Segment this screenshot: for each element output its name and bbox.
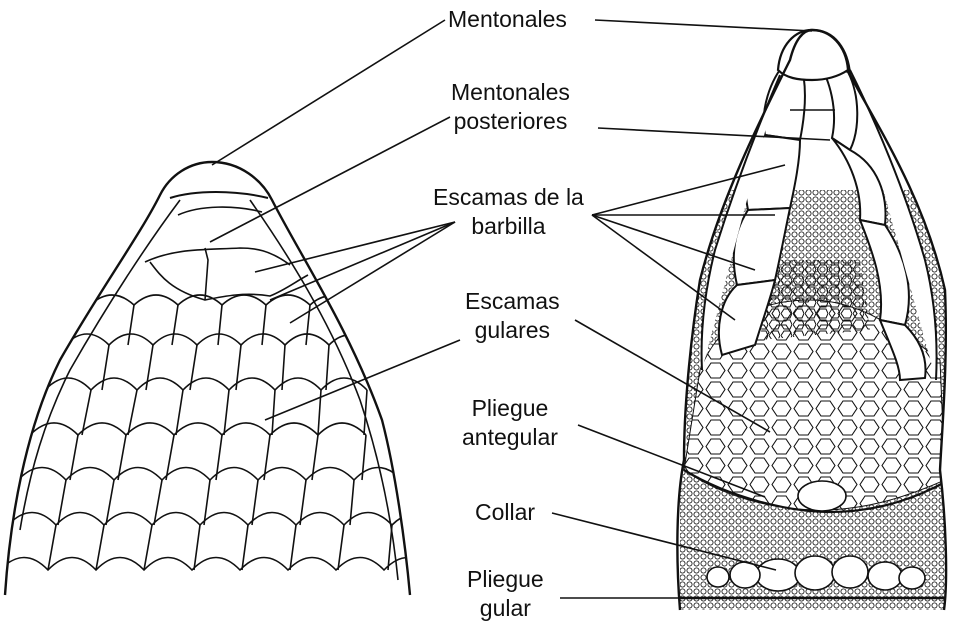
label-collar-text: Collar xyxy=(475,498,535,527)
label-escamas-barbilla-line1: Escamas de la xyxy=(433,183,584,212)
label-escamas-gulares-line2: gulares xyxy=(465,316,560,345)
label-mentonales-posteriores-line2: posteriores xyxy=(451,107,570,136)
label-pliegue-gular-line2: gular xyxy=(467,594,544,623)
label-escamas-gulares: Escamas gulares xyxy=(465,287,560,345)
label-escamas-gulares-line1: Escamas xyxy=(465,287,560,316)
label-pliegue-antegular: Pliegue antegular xyxy=(462,394,558,452)
label-pliegue-antegular-line1: Pliegue xyxy=(462,394,558,423)
left-head xyxy=(0,162,436,595)
label-mentonales: Mentonales xyxy=(448,5,567,34)
label-mentonales-text: Mentonales xyxy=(448,5,567,34)
label-escamas-barbilla-line2: barbilla xyxy=(433,212,584,241)
leader-mentonales-left xyxy=(212,20,445,165)
label-pliegue-gular-line1: Pliegue xyxy=(467,565,544,594)
label-pliegue-gular: Pliegue gular xyxy=(467,565,544,623)
leader-mentonales-posteriores-left xyxy=(210,117,450,242)
label-pliegue-antegular-line2: antegular xyxy=(462,423,558,452)
label-collar: Collar xyxy=(475,498,535,527)
leader-mentonales-right xyxy=(595,20,812,31)
right-head xyxy=(677,30,950,610)
label-mentonales-posteriores-line1: Mentonales xyxy=(451,78,570,107)
label-mentonales-posteriores: Mentonales posteriores xyxy=(451,78,570,136)
leader-barbilla-left-3 xyxy=(290,222,455,323)
label-escamas-barbilla: Escamas de la barbilla xyxy=(433,183,584,241)
